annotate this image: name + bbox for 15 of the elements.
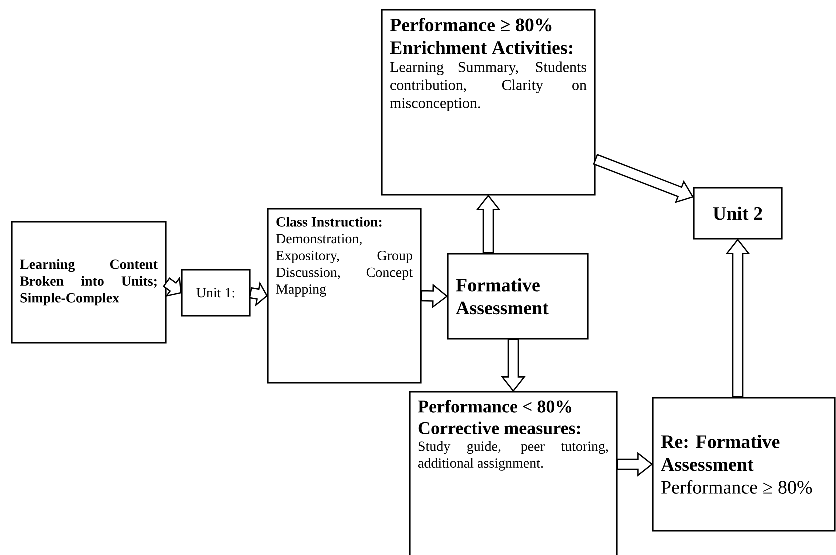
process-box: Performance < 80% Corrective measures: Study guide, peer tutoring, additional assignment. <box>409 391 618 555</box>
process-box: Formative Assessment <box>447 253 589 340</box>
block-arrow <box>249 282 268 307</box>
block-arrow <box>617 452 654 477</box>
process-box: Performance ≥ 80% Enrichment Activities: Learning Summary, Students contribution, Clarity on misconception. <box>381 9 596 196</box>
block-arrow <box>501 339 526 392</box>
process-box: Unit 1: <box>181 269 251 317</box>
process-box: Class Instruction: Demonstration, Expository, Group Discussion, Concept Mapping <box>267 208 422 384</box>
process-box: Unit 2 <box>693 187 783 240</box>
block-arrow <box>726 238 750 398</box>
block-arrow <box>476 194 501 254</box>
process-box: Learning Content Broken into Units; Simple-Complex <box>11 221 167 344</box>
process-box: Re: Formative Assessment Performance ≥ 80% <box>652 397 836 532</box>
block-arrow <box>421 284 448 309</box>
block-arrow <box>593 154 694 204</box>
